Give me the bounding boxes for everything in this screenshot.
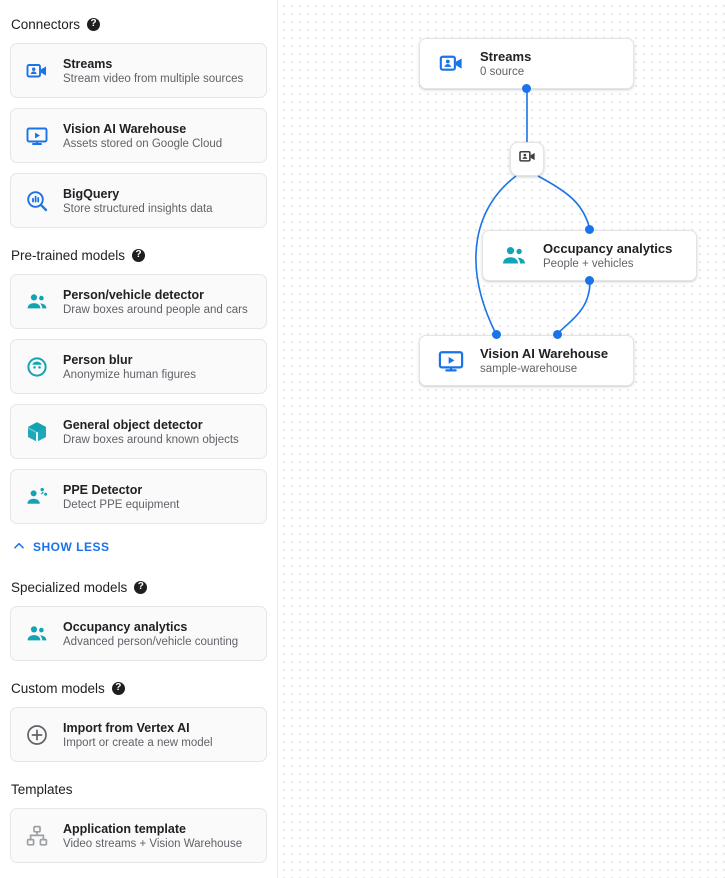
ppe-person-icon (24, 484, 50, 510)
node-subtitle: People + vehicles (543, 258, 634, 270)
card-subtitle: Detect PPE equipment (63, 498, 180, 511)
port-streams-output[interactable] (522, 84, 531, 93)
card-text: General object detector Draw boxes aroun… (63, 418, 239, 446)
card-text: Person/vehicle detector Draw boxes aroun… (63, 288, 248, 316)
section-header-templates: Templates (10, 774, 267, 804)
component-sidebar: Connectors ? Streams Stream video from m… (0, 0, 278, 878)
section-title: Custom models (11, 680, 105, 696)
bigquery-magnifier-icon (24, 188, 50, 214)
node-vision-ai-warehouse[interactable]: Vision AI Warehouse sample-warehouse (419, 335, 634, 386)
show-less-label: SHOW LESS (33, 540, 110, 554)
card-occupancy-analytics[interactable]: Occupancy analytics Advanced person/vehi… (10, 606, 267, 661)
section-header-pre-trained-models: Pre-trained models ? (10, 240, 267, 270)
section-title: Connectors (11, 16, 81, 32)
graph-edges (475, 88, 591, 335)
node-text: Vision AI Warehouse sample-warehouse (480, 346, 608, 375)
card-subtitle: Assets stored on Google Cloud (63, 137, 223, 150)
card-subtitle: Draw boxes around people and cars (63, 303, 248, 316)
card-subtitle: Anonymize human figures (63, 368, 196, 381)
node-stream-badge[interactable] (510, 142, 544, 176)
section-header-specialized-models: Specialized models ? (10, 572, 267, 602)
card-text: PPE Detector Detect PPE equipment (63, 483, 179, 511)
help-icon[interactable]: ? (134, 580, 148, 594)
section-header-custom-models: Custom models ? (10, 673, 267, 703)
card-text: Vision AI Warehouse Assets stored on Goo… (63, 122, 222, 150)
card-title: Application template (63, 821, 186, 836)
card-title: PPE Detector (63, 482, 143, 497)
help-icon[interactable]: ? (111, 681, 125, 695)
card-ppe-detector[interactable]: PPE Detector Detect PPE equipment (10, 469, 267, 524)
people-icon (24, 621, 50, 647)
section-title: Templates (11, 781, 73, 797)
port-occupancy-input[interactable] (585, 225, 594, 234)
card-text: Occupancy analytics Advanced person/vehi… (63, 620, 238, 648)
port-warehouse-input-left[interactable] (492, 330, 501, 339)
port-occupancy-output[interactable] (585, 276, 594, 285)
card-subtitle: Store structured insights data (63, 202, 213, 215)
card-subtitle: Advanced person/vehicle counting (63, 635, 239, 648)
plus-circle-icon (24, 722, 50, 748)
card-title: Vision AI Warehouse (63, 121, 187, 136)
section-header-connectors: Connectors ? (10, 9, 267, 39)
card-subtitle: Import or create a new model (63, 736, 213, 749)
card-text: Streams Stream video from multiple sourc… (63, 57, 243, 85)
card-person-blur[interactable]: Person blur Anonymize human figures (10, 339, 267, 394)
sitemap-hierarchy-icon (24, 823, 50, 849)
cube-box-icon (24, 419, 50, 445)
card-title: Occupancy analytics (63, 619, 188, 634)
card-application-template[interactable]: Application template Video streams + Vis… (10, 808, 267, 863)
node-subtitle: sample-warehouse (480, 363, 578, 375)
chevron-up-icon (12, 539, 26, 556)
node-title: Occupancy analytics (543, 241, 673, 256)
show-less-button[interactable]: SHOW LESS (12, 534, 267, 560)
edge-badge-to-occupancy (537, 175, 591, 231)
node-text: Occupancy analytics People + vehicles (543, 241, 672, 270)
edge-occupancy-to-warehouse (556, 280, 591, 335)
card-general-object-detector[interactable]: General object detector Draw boxes aroun… (10, 404, 267, 459)
card-bigquery[interactable]: BigQuery Store structured insights data (10, 173, 267, 228)
card-title: Import from Vertex AI (63, 720, 190, 735)
video-camera-person-icon (436, 49, 466, 79)
card-subtitle: Draw boxes around known objects (63, 433, 239, 446)
node-title: Streams (480, 49, 532, 64)
card-import-from-vertex-ai[interactable]: Import from Vertex AI Import or create a… (10, 707, 267, 762)
card-subtitle: Video streams + Vision Warehouse (63, 837, 243, 850)
help-icon[interactable]: ? (132, 248, 146, 262)
card-title: BigQuery (63, 186, 120, 201)
card-text: BigQuery Store structured insights data (63, 187, 213, 215)
help-icon[interactable]: ? (87, 17, 101, 31)
card-text: Application template Video streams + Vis… (63, 822, 242, 850)
card-title: Person/vehicle detector (63, 287, 205, 302)
card-title: Streams (63, 56, 113, 71)
card-title: Person blur (63, 352, 133, 367)
node-title: Vision AI Warehouse (480, 346, 609, 361)
section-title: Specialized models (11, 579, 128, 595)
graph-canvas[interactable]: Streams 0 source (278, 0, 725, 878)
card-title: General object detector (63, 417, 203, 432)
card-streams[interactable]: Streams Stream video from multiple sourc… (10, 43, 267, 98)
card-person-vehicle-detector[interactable]: Person/vehicle detector Draw boxes aroun… (10, 274, 267, 329)
section-title: Pre-trained models (11, 247, 126, 263)
card-vision-ai-warehouse[interactable]: Vision AI Warehouse Assets stored on Goo… (10, 108, 267, 163)
video-camera-person-icon (518, 147, 537, 171)
card-text: Import from Vertex AI Import or create a… (63, 721, 213, 749)
node-text: Streams 0 source (480, 49, 531, 78)
people-icon (24, 289, 50, 315)
edge-badge-to-warehouse (475, 175, 517, 335)
monitor-play-icon (24, 123, 50, 149)
face-blur-icon (24, 354, 50, 380)
node-subtitle: 0 source (480, 66, 525, 78)
node-streams[interactable]: Streams 0 source (419, 38, 634, 89)
card-text: Person blur Anonymize human figures (63, 353, 196, 381)
card-subtitle: Stream video from multiple sources (63, 72, 244, 85)
monitor-play-icon (436, 346, 466, 376)
video-camera-person-icon (24, 58, 50, 84)
node-occupancy-analytics[interactable]: Occupancy analytics People + vehicles (482, 230, 697, 281)
people-icon (499, 241, 529, 271)
port-warehouse-input-right[interactable] (553, 330, 562, 339)
